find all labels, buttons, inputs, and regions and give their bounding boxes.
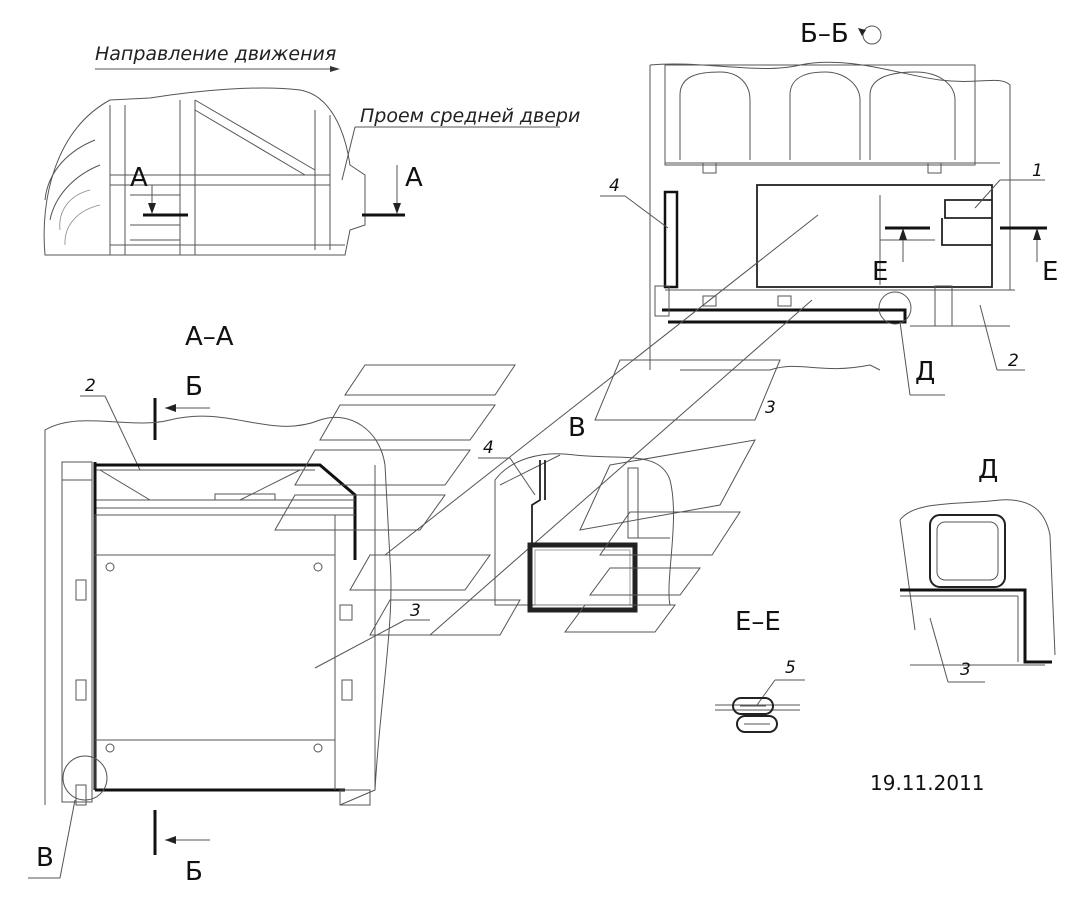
detail-v-title: В bbox=[568, 413, 586, 443]
cut-e-left-arrow-icon bbox=[899, 228, 907, 240]
section-ee: Е–Е 5 bbox=[715, 607, 805, 733]
callout-3-v: 3 bbox=[765, 398, 776, 418]
callout-5: 5 bbox=[785, 658, 796, 678]
cut-e-right-arrow-icon bbox=[1033, 228, 1041, 240]
side-view: Направление движения Проем средней двери… bbox=[43, 43, 580, 256]
section-aa-outline bbox=[44, 415, 392, 806]
direction-arrow-icon bbox=[330, 66, 340, 72]
section-bb-outline bbox=[649, 61, 1011, 371]
view-d: Д 3 bbox=[899, 455, 1056, 683]
view-d-tube bbox=[929, 514, 1006, 588]
callout-2-aa: 2 bbox=[85, 376, 96, 396]
detail-d-circle bbox=[878, 291, 912, 325]
detail-d-ref: Д bbox=[915, 357, 935, 387]
cut-a-left-arrow-icon bbox=[148, 203, 156, 214]
section-aa: А–А 2 Б 3 bbox=[28, 322, 430, 887]
seal-profile-bottom bbox=[736, 715, 778, 733]
callout-4-bb: 4 bbox=[609, 176, 620, 196]
cut-a-right-label: А bbox=[405, 163, 423, 193]
seal-profile-top bbox=[732, 697, 774, 715]
section-bb-title: Б–Б bbox=[800, 19, 849, 49]
panel-3-section bbox=[662, 308, 907, 324]
callout-1: 1 bbox=[1032, 161, 1043, 181]
detail-v-ref: В bbox=[36, 843, 54, 873]
cut-a-left-label: А bbox=[130, 163, 148, 193]
section-aa-title: А–А bbox=[185, 322, 234, 352]
body-outline bbox=[43, 87, 366, 256]
view-d-outline bbox=[899, 499, 1056, 666]
cut-b-bottom-label: Б bbox=[185, 857, 203, 887]
rotation-icon bbox=[862, 25, 882, 45]
view-d-panel-3 bbox=[900, 588, 1052, 664]
view-d-title: Д bbox=[978, 455, 998, 485]
exploded-panels: В 4 3 bbox=[274, 214, 819, 636]
cut-b-top-arrow-icon bbox=[165, 404, 176, 412]
cut-e-left-label: Е bbox=[872, 257, 888, 287]
cut-e-right-label: Е bbox=[1042, 257, 1058, 287]
callout-3-d: 3 bbox=[960, 660, 971, 680]
door-opening-leader bbox=[341, 126, 356, 181]
detail-v-outline bbox=[494, 453, 675, 606]
panel-3-aa bbox=[94, 554, 336, 791]
profile-tube bbox=[527, 542, 638, 613]
wheel-arches bbox=[44, 139, 101, 221]
callout-4-v: 4 bbox=[483, 438, 494, 458]
section-bb: Б–Б 1 4 2 Д bbox=[600, 19, 1058, 396]
panel-2-aa bbox=[95, 463, 357, 560]
cut-b-bottom-arrow-icon bbox=[165, 836, 176, 844]
callout-2-bb: 2 bbox=[1008, 351, 1019, 371]
section-ee-title: Е–Е bbox=[735, 607, 781, 637]
direction-label: Направление движения bbox=[95, 43, 336, 65]
door-opening-label: Проем средней двери bbox=[360, 105, 580, 127]
cut-b-top-label: Б bbox=[185, 372, 203, 402]
drawing-date: 19.11.2011 bbox=[870, 771, 985, 795]
hatch-frame bbox=[756, 184, 993, 288]
callout-3-aa: 3 bbox=[410, 601, 421, 621]
cut-a-right-arrow-icon bbox=[393, 203, 401, 214]
detail-v-circle bbox=[62, 755, 108, 801]
